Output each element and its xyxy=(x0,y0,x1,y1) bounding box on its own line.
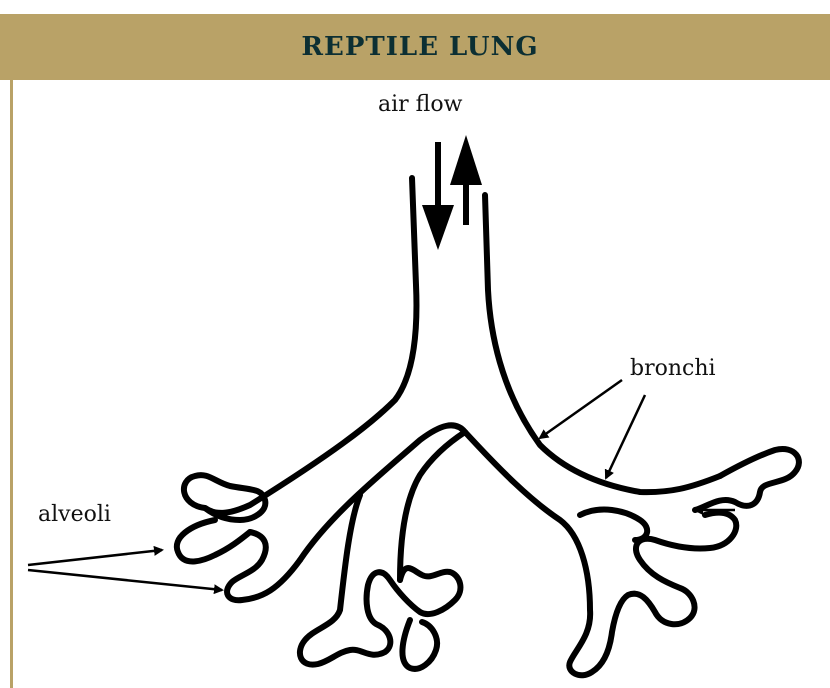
label-air-flow: air flow xyxy=(378,92,462,117)
alveoli-pointer-1 xyxy=(28,550,162,565)
left-alveolus-middle xyxy=(177,520,250,561)
trachea-right-wall xyxy=(485,195,720,492)
central-divide xyxy=(400,432,465,580)
trachea-left-wall xyxy=(205,178,416,513)
air-flow-up-arrow-head xyxy=(450,135,482,185)
label-bronchi: bronchi xyxy=(630,356,716,381)
left-inner-bronchus xyxy=(300,425,465,560)
left-bottom-bulb xyxy=(402,620,437,669)
label-alveoli: alveoli xyxy=(38,502,111,527)
right-inner-bronchus xyxy=(465,432,736,675)
air-flow-down-arrow-head xyxy=(422,205,454,250)
bronchi-pointer-1 xyxy=(540,380,622,438)
right-mid-lobe xyxy=(580,510,647,540)
bronchi-pointer-2 xyxy=(606,395,645,478)
alveoli-pointer-2 xyxy=(28,570,222,590)
